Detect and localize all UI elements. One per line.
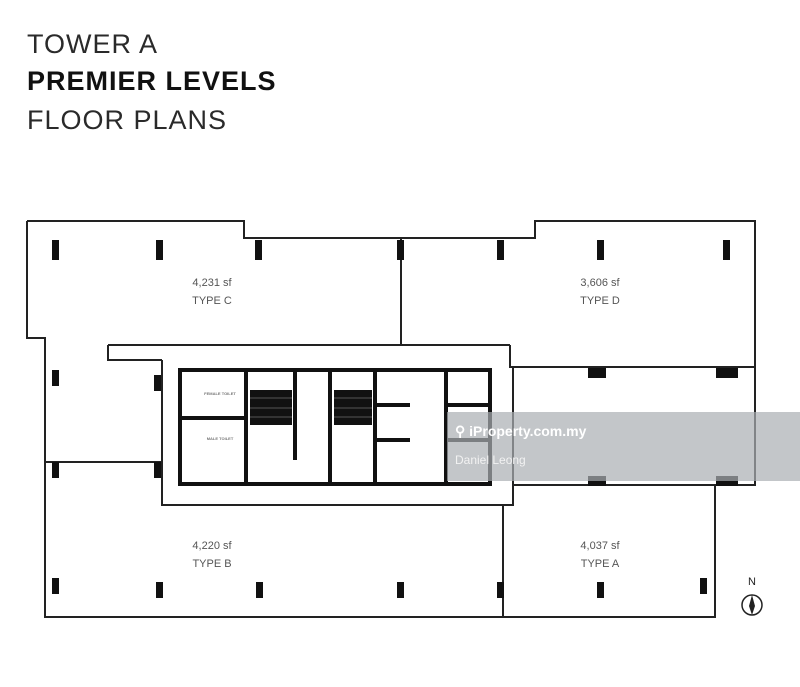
female-toilet-label: FEMALE TOILET	[204, 391, 236, 396]
unit-b-type: TYPE B	[192, 558, 231, 570]
unit-c-area: 4,231 sf	[192, 277, 232, 289]
title-premier-levels: PREMIER LEVELS	[27, 66, 277, 96]
stairs	[250, 390, 372, 425]
unit-a-type: TYPE A	[581, 558, 620, 570]
compass-north-label: N	[748, 576, 756, 588]
unit-d-area: 3,606 sf	[580, 277, 620, 289]
watermark-site: iProperty.com.my	[469, 423, 587, 439]
location-pin-icon: ⚲	[455, 423, 466, 439]
title-floor-plans: FLOOR PLANS	[27, 105, 228, 135]
compass-icon: N	[741, 576, 763, 616]
unit-d-type: TYPE D	[580, 295, 620, 307]
unit-a-area: 4,037 sf	[580, 540, 620, 552]
male-toilet-label: MALE TOILET	[207, 436, 234, 441]
unit-c-type: TYPE C	[192, 295, 232, 307]
unit-b-area: 4,220 sf	[192, 540, 232, 552]
title-tower: TOWER A	[27, 29, 159, 59]
watermark-agent: Daniel Leong	[455, 453, 526, 467]
columns	[52, 240, 738, 598]
core	[178, 368, 492, 486]
watermark: ⚲ iProperty.com.my Daniel Leong	[447, 412, 800, 481]
